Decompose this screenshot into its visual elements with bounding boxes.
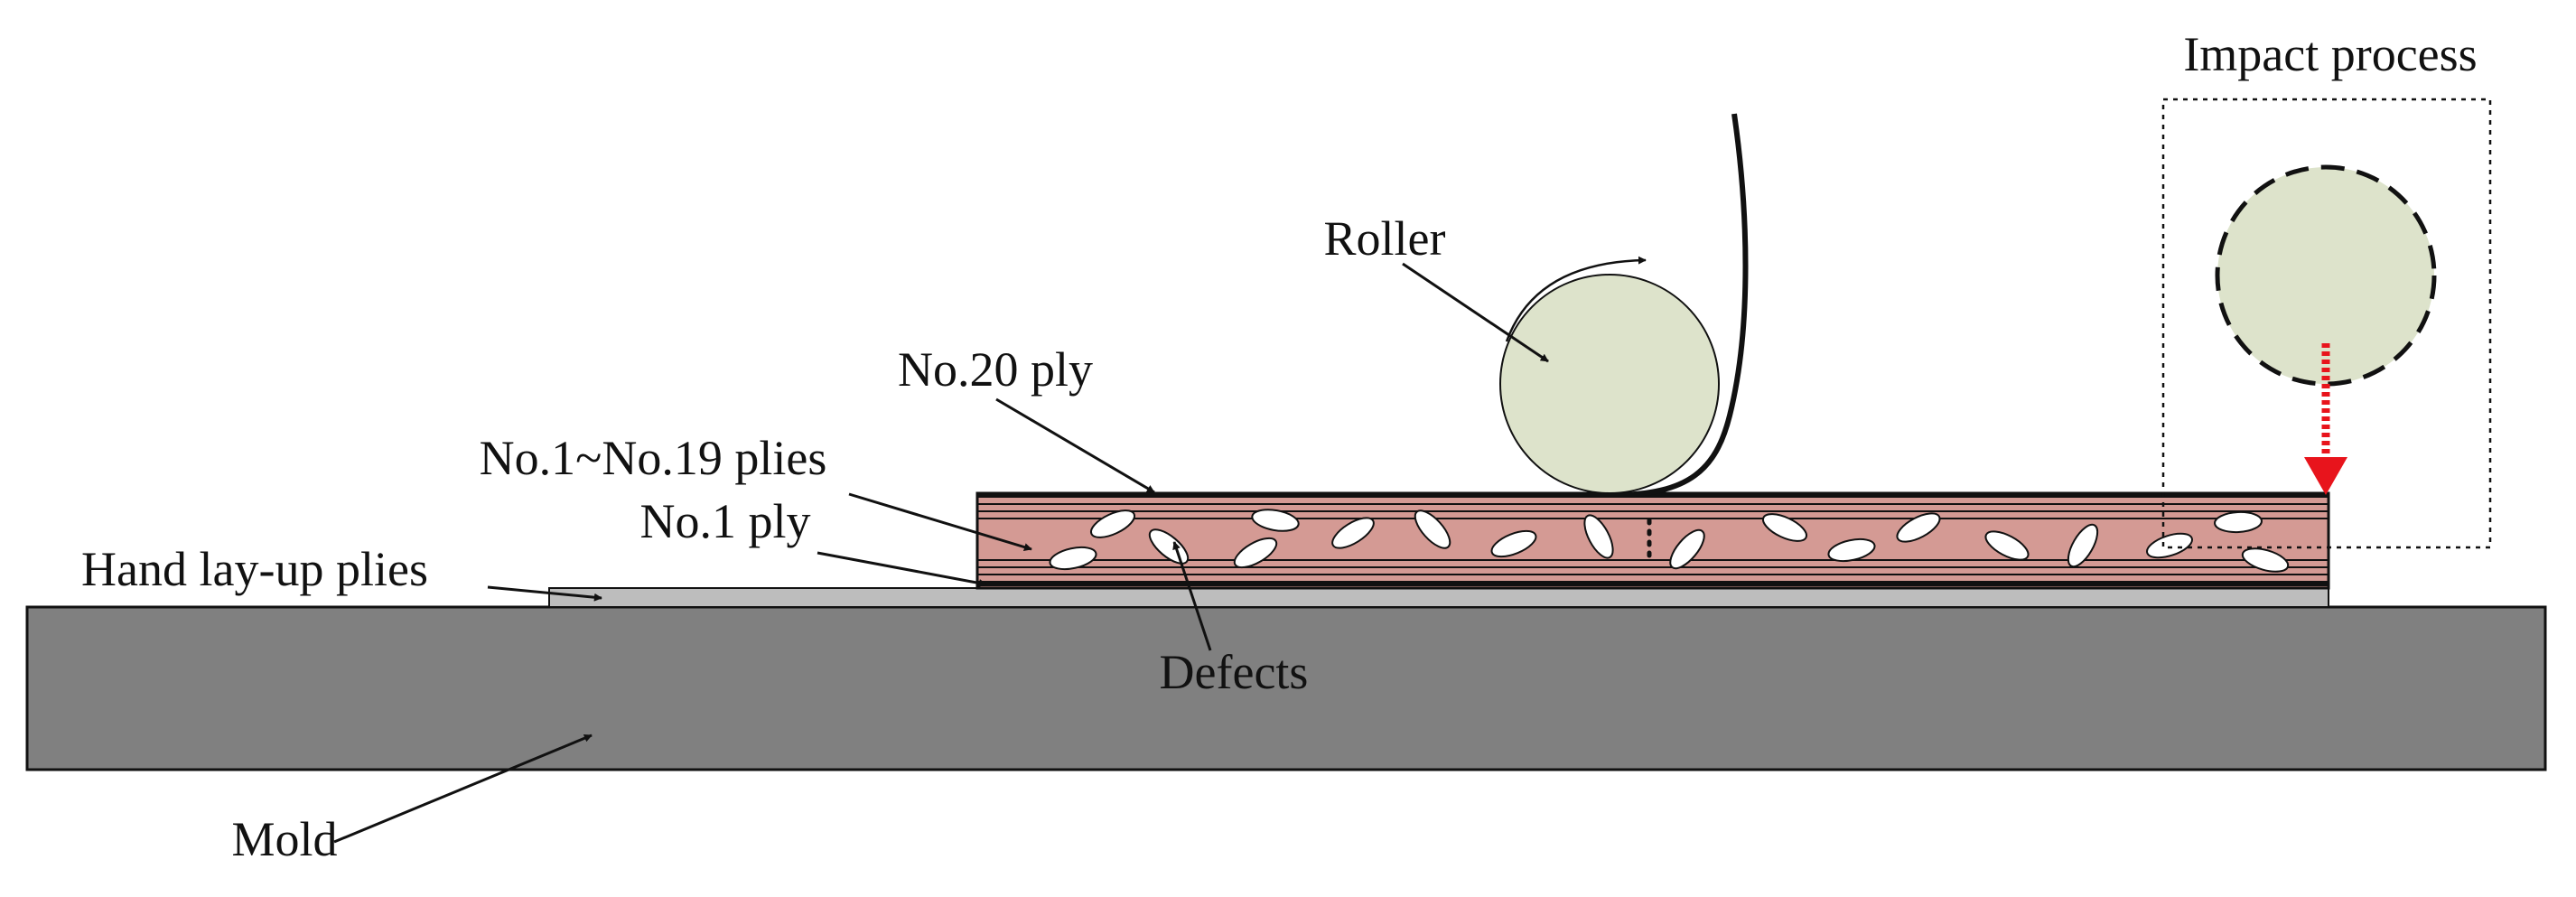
impact-process-panel [2161,98,2492,549]
defect-void [1490,529,1537,558]
defect-void [1583,514,1614,559]
prepreg-feed-tape [1611,113,1749,498]
defect-void [1233,537,1278,569]
defect-void [1896,512,1941,543]
impact-process-label: Impact process [2183,27,2477,81]
mold-leader-arrow [333,733,593,844]
impact-process-box [2161,98,2492,549]
defect-void [1049,546,1097,571]
rotation-arrow-icon [1505,256,1647,342]
laminate-stack [975,491,2330,590]
defects-leader-arrow [1172,541,1212,651]
defect-void [2241,547,2290,573]
defect-void [2067,523,2099,568]
roller-leader-arrow [1402,262,1549,363]
hand-layup-leader-arrow [487,585,602,602]
no20-ply-label: No.20 ply [898,342,1093,397]
no1-ply-label: No.1 ply [640,494,811,548]
defect-void [1984,530,2030,561]
defect-void [1761,513,1808,542]
downward-impact-arrow-icon [2304,457,2347,495]
hand-layup-plies [548,587,2329,608]
roller-assembly [1499,113,1749,498]
hand-layup-plies-label: Hand lay-up plies [81,542,428,596]
no20-leader-arrow [995,397,1155,494]
leader-arrows [333,262,1549,844]
defects [1049,509,2290,573]
defect-void [2214,510,2263,534]
impactor-ball [2215,164,2437,387]
defect-void [1331,517,1375,549]
defect-void [1089,509,1136,538]
defect-void [1251,509,1300,532]
mold-label: Mold [231,812,337,866]
roller [1499,274,1720,494]
roller-label: Roller [1324,211,1446,266]
no1-leader-arrow [817,551,987,587]
no1-no19-plies-label: No.1~No.19 plies [480,431,827,485]
mold [25,605,2547,771]
laminate-body [975,491,2330,590]
defect-void [1669,528,1705,570]
defect-void [1414,509,1451,549]
no1-no19-leader-arrow [848,492,1032,551]
defect-void [1827,537,1876,563]
defect-void [2146,532,2193,559]
defects-label: Defects [1160,645,1309,699]
